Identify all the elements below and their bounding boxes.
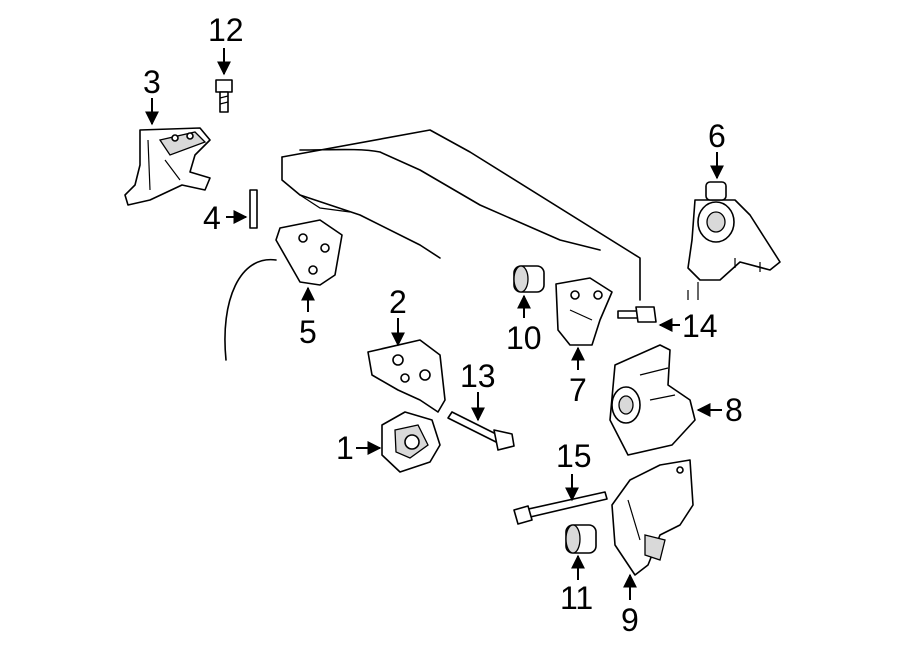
callout-15: 15: [556, 438, 592, 474]
part-14-bolt: [617, 306, 657, 323]
part-5-bracket: [275, 219, 343, 286]
callout-3: 3: [143, 64, 161, 100]
part-1-engine-mount: [381, 411, 441, 473]
callout-8: 8: [725, 392, 743, 428]
callout-7: 7: [569, 372, 587, 408]
callout-2: 2: [389, 284, 407, 320]
part-15-bolt: [513, 491, 608, 525]
engine-block-outline: [224, 129, 641, 361]
callout-12: 12: [208, 12, 244, 48]
callout-14: 14: [682, 308, 718, 344]
part-11-bushing: [565, 524, 597, 554]
part-3-mount-bracket: [124, 127, 211, 206]
callout-13: 13: [460, 358, 496, 394]
callout-4: 4: [203, 200, 221, 236]
part-6-engine-mount: [687, 181, 781, 300]
part-9-bracket: [611, 459, 694, 576]
callout-9: 9: [621, 602, 639, 638]
part-8-engine-mount: [609, 344, 696, 456]
part-13-bolt: [447, 411, 515, 451]
part-2-bracket: [367, 339, 446, 413]
callout-6: 6: [708, 118, 726, 154]
part-12-bolt: [215, 79, 233, 113]
leader-lines: [145, 48, 724, 600]
part-7-bracket: [555, 277, 613, 346]
callout-10: 10: [506, 320, 542, 356]
callout-11: 11: [560, 580, 594, 616]
part-4-stud: [249, 189, 258, 229]
part-10-bushing: [513, 265, 545, 293]
callout-1: 1: [336, 430, 354, 466]
callout-5: 5: [299, 314, 317, 350]
